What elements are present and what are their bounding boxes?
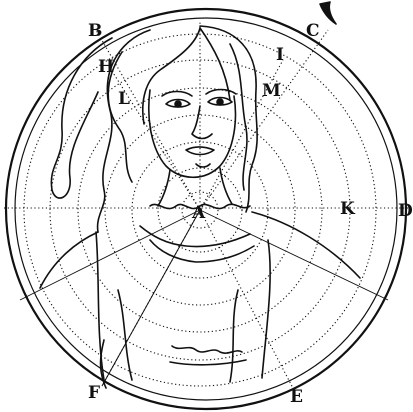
pen-mark xyxy=(320,2,336,24)
label-m: M xyxy=(262,81,281,101)
label-c: C xyxy=(306,21,320,41)
nose xyxy=(192,106,212,139)
label-a: A xyxy=(191,203,206,223)
label-b: B xyxy=(88,21,102,41)
label-e: E xyxy=(290,387,303,407)
label-l: L xyxy=(118,89,130,109)
label-i: I xyxy=(276,45,284,65)
waist-band xyxy=(172,346,242,353)
label-f: F xyxy=(88,383,100,403)
label-k: K xyxy=(340,199,356,219)
label-h: H xyxy=(98,57,114,77)
neck xyxy=(158,170,170,206)
portrait-figure xyxy=(40,2,360,388)
label-d: D xyxy=(398,201,413,221)
